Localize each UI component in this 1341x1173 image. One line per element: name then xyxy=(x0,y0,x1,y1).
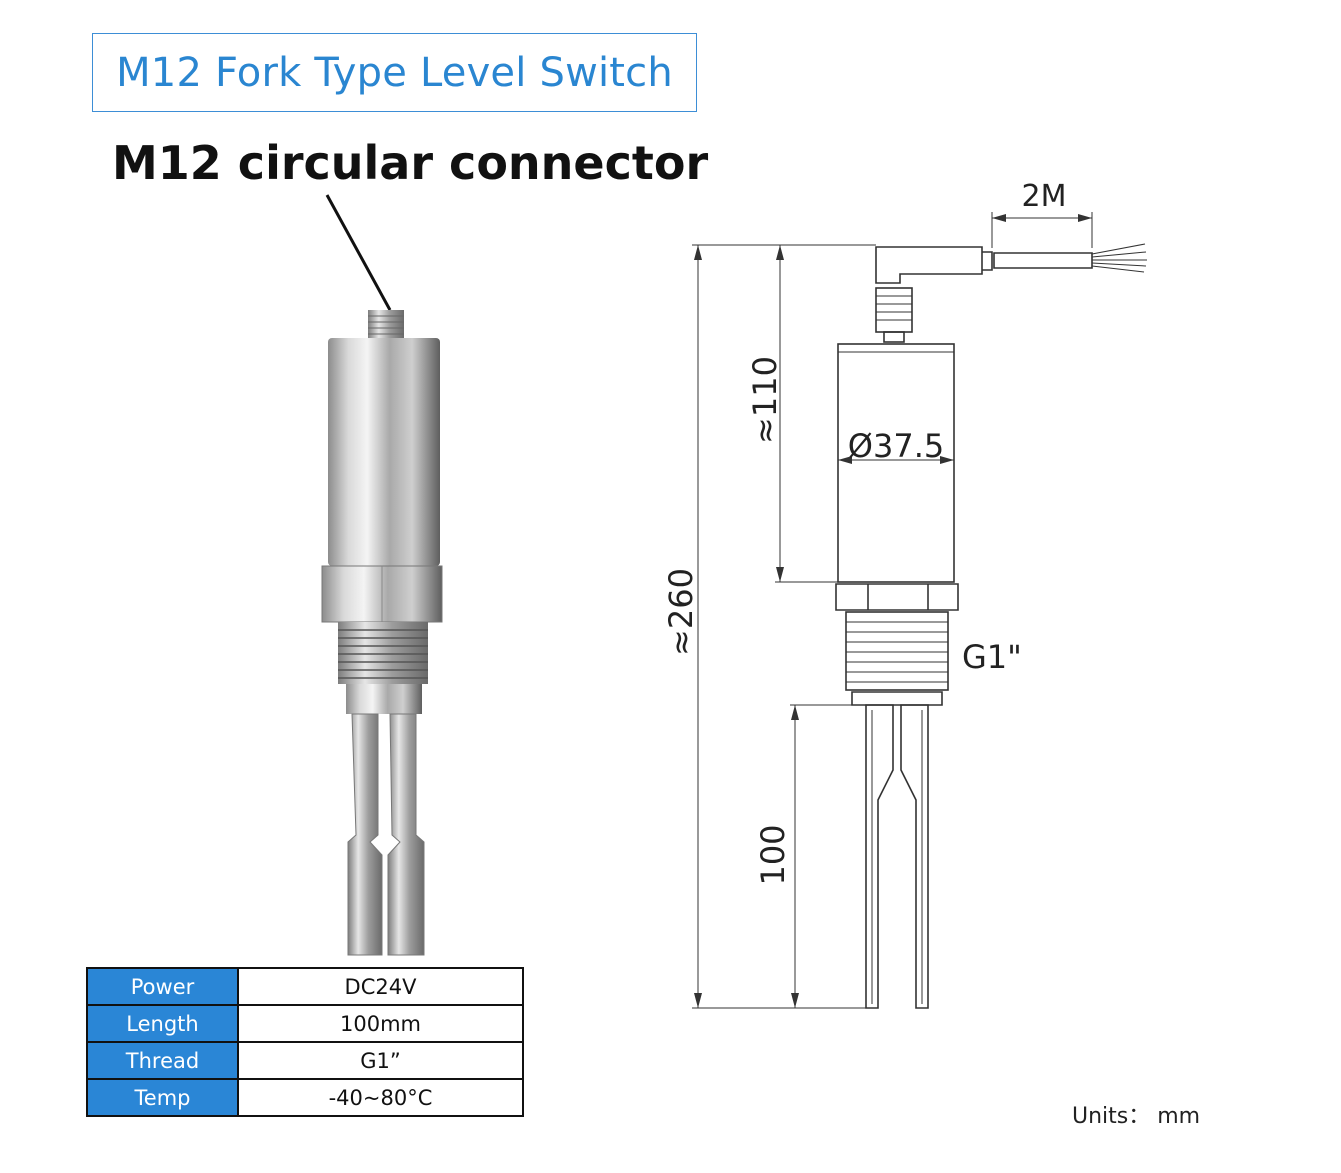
hex-outline xyxy=(835,583,959,611)
fork-tine-left xyxy=(347,713,383,956)
dim-upper-height: ≈110 xyxy=(746,356,784,444)
connector-label: M12 circular connector xyxy=(112,136,709,190)
thread-outline xyxy=(845,611,949,691)
spec-table: Power DC24V Length 100mm Thread G1” Temp… xyxy=(86,967,524,1117)
dim-fork-length: 100 xyxy=(754,824,792,885)
dim-diameter: Ø37.5 xyxy=(848,427,944,465)
dim-total-height: ≈260 xyxy=(662,568,700,656)
fork-tine-right xyxy=(387,713,425,956)
cable xyxy=(993,252,1093,269)
spec-label: Temp xyxy=(86,1078,239,1117)
connector-thread xyxy=(368,310,404,342)
knurled-nut xyxy=(875,287,913,333)
spec-label: Power xyxy=(86,967,239,1006)
spec-row-length: Length 100mm xyxy=(86,1004,524,1043)
title-box: M12 Fork Type Level Switch xyxy=(92,33,697,112)
units-note: Units： mm xyxy=(1072,1104,1201,1129)
neck xyxy=(346,684,422,714)
tine-right xyxy=(900,704,929,1009)
tine-left xyxy=(865,704,894,1009)
spec-value: 100mm xyxy=(237,1004,524,1043)
spec-value: DC24V xyxy=(237,967,524,1006)
spec-label: Length xyxy=(86,1004,239,1043)
spec-label: Thread xyxy=(86,1041,239,1080)
spec-row-thread: Thread G1” xyxy=(86,1041,524,1080)
process-thread xyxy=(338,622,428,684)
spec-value: -40~80°C xyxy=(237,1078,524,1117)
spec-row-temp: Temp -40~80°C xyxy=(86,1078,524,1117)
body-outline xyxy=(837,343,955,583)
dim-thread: G1" xyxy=(962,638,1022,676)
product-photo xyxy=(321,194,443,956)
dim-cable-length: 2M xyxy=(1022,179,1067,214)
housing-body xyxy=(328,338,440,566)
spec-row-power: Power DC24V xyxy=(86,967,524,1006)
spec-value: G1” xyxy=(237,1041,524,1080)
angle-connector xyxy=(875,246,983,284)
page-title: M12 Fork Type Level Switch xyxy=(116,49,673,96)
pointer-line xyxy=(325,194,392,311)
